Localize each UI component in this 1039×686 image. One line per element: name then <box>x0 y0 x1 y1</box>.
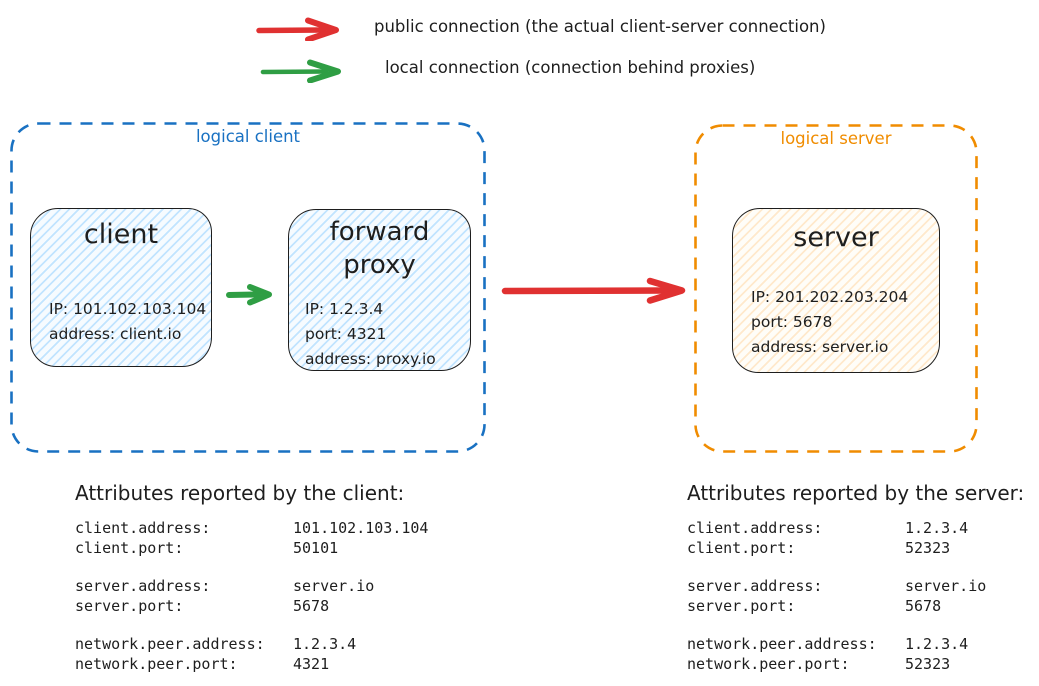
server-node-details: IP: 201.202.203.204 port: 5678 address: … <box>751 285 933 360</box>
attribute-value: server.io <box>905 577 987 595</box>
attribute-value: 5678 <box>905 597 942 615</box>
proxy-ip: IP: 1.2.3.4 <box>305 300 384 318</box>
server-address: address: server.io <box>751 338 889 356</box>
attribute-key: client.address: <box>687 519 823 537</box>
client-attr-group-client: client.address: 101.102.103.104 client.p… <box>75 518 428 558</box>
attribute-key: server.address: <box>75 577 211 595</box>
client-attributes-panel: Attributes reported by the client: clien… <box>75 481 428 686</box>
attribute-row: client.address: 101.102.103.104 <box>75 518 428 538</box>
attribute-value: 52323 <box>905 655 951 673</box>
client-node-details: IP: 101.102.103.104 address: client.io <box>49 297 207 347</box>
attribute-row: network.peer.address: 1.2.3.4 <box>687 634 1024 654</box>
local-connection-arrow-icon <box>260 59 341 83</box>
server-ip: IP: 201.202.203.204 <box>751 288 909 306</box>
attribute-value: 1.2.3.4 <box>293 635 357 653</box>
forward-proxy-node: forward proxy IP: 1.2.3.4 port: 4321 add… <box>288 209 471 371</box>
attribute-value: 1.2.3.4 <box>905 519 969 537</box>
attribute-value: 4321 <box>293 655 330 673</box>
attribute-row: network.peer.port: 4321 <box>75 654 428 674</box>
server-attributes-panel: Attributes reported by the server: clien… <box>687 481 1024 686</box>
attribute-key: client.address: <box>75 519 211 537</box>
attribute-value: 52323 <box>905 539 951 557</box>
logical-client-group: logical client client IP: 101.102.103.10… <box>10 122 486 453</box>
client-node-title: client <box>83 219 159 250</box>
forward-proxy-node-details: IP: 1.2.3.4 port: 4321 address: proxy.io <box>305 297 464 372</box>
attribute-key: network.peer.port: <box>75 655 238 673</box>
client-attr-group-server: server.address: server.io server.port: 5… <box>75 576 428 616</box>
attribute-value: 101.102.103.104 <box>293 519 429 537</box>
attribute-key: server.address: <box>687 577 823 595</box>
attribute-value: server.io <box>293 577 375 595</box>
client-to-server-arrow-icon <box>501 277 686 304</box>
client-ip: IP: 101.102.103.104 <box>49 300 207 318</box>
attribute-key: client.port: <box>75 539 184 557</box>
legend-item-local <box>260 59 354 83</box>
server-attributes-title: Attributes reported by the server: <box>687 481 1025 505</box>
public-connection-arrow-icon <box>256 17 339 41</box>
attribute-key: server.port: <box>75 597 184 615</box>
attribute-row: client.address: 1.2.3.4 <box>687 518 1024 538</box>
forward-proxy-node-title: forward proxy <box>329 217 430 280</box>
attribute-value: 5678 <box>293 597 330 615</box>
attribute-row: server.port: 5678 <box>687 596 1024 616</box>
client-address: address: client.io <box>49 325 182 343</box>
proxy-port: port: 4321 <box>305 325 387 343</box>
logical-client-border <box>10 122 486 453</box>
attribute-row: network.peer.address: 1.2.3.4 <box>75 634 428 654</box>
logical-server-group: logical server server IP: 201.202.203.20… <box>694 124 978 453</box>
attribute-key: network.peer.port: <box>687 655 850 673</box>
legend-label-local: local connection (connection behind prox… <box>385 58 756 77</box>
attribute-row: server.address: server.io <box>75 576 428 596</box>
client-attributes-title: Attributes reported by the client: <box>75 481 405 505</box>
server-node: server IP: 201.202.203.204 port: 5678 ad… <box>732 208 940 373</box>
attribute-key: network.peer.address: <box>75 635 265 653</box>
client-attr-group-network-peer: network.peer.address: 1.2.3.4 network.pe… <box>75 634 428 674</box>
server-port: port: 5678 <box>751 313 833 331</box>
attribute-row: client.port: 52323 <box>687 538 1024 558</box>
legend-item-public <box>256 17 352 41</box>
client-to-proxy-arrow-icon <box>226 284 272 306</box>
server-attr-group-client: client.address: 1.2.3.4 client.port: 523… <box>687 518 1024 558</box>
attribute-row: server.address: server.io <box>687 576 1024 596</box>
client-node: client IP: 101.102.103.104 address: clie… <box>30 208 212 367</box>
attribute-value: 50101 <box>293 539 339 557</box>
logical-client-label: logical client <box>195 127 301 146</box>
attribute-row: network.peer.port: 52323 <box>687 654 1024 674</box>
server-attr-group-server: server.address: server.io server.port: 5… <box>687 576 1024 616</box>
server-node-title: server <box>793 222 879 253</box>
proxy-address: address: proxy.io <box>305 350 436 368</box>
attribute-value: 1.2.3.4 <box>905 635 969 653</box>
server-attr-group-network-peer: network.peer.address: 1.2.3.4 network.pe… <box>687 634 1024 674</box>
attribute-key: client.port: <box>687 539 796 557</box>
attribute-row: server.port: 5678 <box>75 596 428 616</box>
attribute-key: server.port: <box>687 597 796 615</box>
logical-server-border <box>694 124 978 453</box>
legend-label-public: public connection (the actual client-ser… <box>374 17 826 36</box>
attribute-row: client.port: 50101 <box>75 538 428 558</box>
logical-server-label: logical server <box>780 129 892 148</box>
attribute-key: network.peer.address: <box>687 635 877 653</box>
